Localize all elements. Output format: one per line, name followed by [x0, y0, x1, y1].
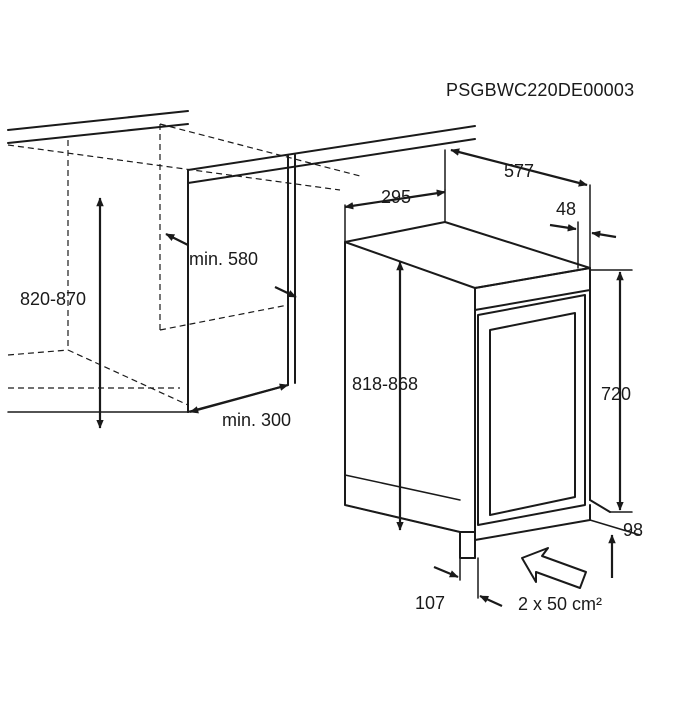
dim-door-offset: [549, 221, 617, 269]
label-appliance-width: 295: [381, 187, 411, 207]
dim-niche-depth: [165, 233, 297, 298]
dim-plinth-offset: [433, 557, 503, 608]
label-ventilation: 2 x 50 cm²: [518, 594, 602, 614]
dim-door-height: [589, 269, 633, 513]
label-niche-height: 820-870: [20, 289, 86, 309]
label-door-height: 720: [601, 384, 631, 404]
dim-plinth-depth: [589, 519, 641, 578]
label-niche-width: min. 300: [222, 410, 291, 430]
wine-cooler-appliance: [344, 221, 611, 559]
label-plinth-depth: 98: [623, 520, 643, 540]
label-door-offset: 48: [556, 199, 576, 219]
dim-niche-width: [189, 383, 289, 414]
model-code: PSGBWC220DE00003: [446, 80, 634, 100]
dim-appliance-width: [344, 189, 446, 243]
ventilation-arrow-icon: [521, 547, 587, 589]
label-niche-depth: min. 580: [189, 249, 258, 269]
dim-appliance-depth: [444, 148, 591, 269]
cabinet-niche: [7, 110, 476, 413]
label-appliance-height: 818-868: [352, 374, 418, 394]
label-appliance-depth: 577: [504, 161, 534, 181]
label-plinth-offset: 107: [415, 593, 445, 613]
